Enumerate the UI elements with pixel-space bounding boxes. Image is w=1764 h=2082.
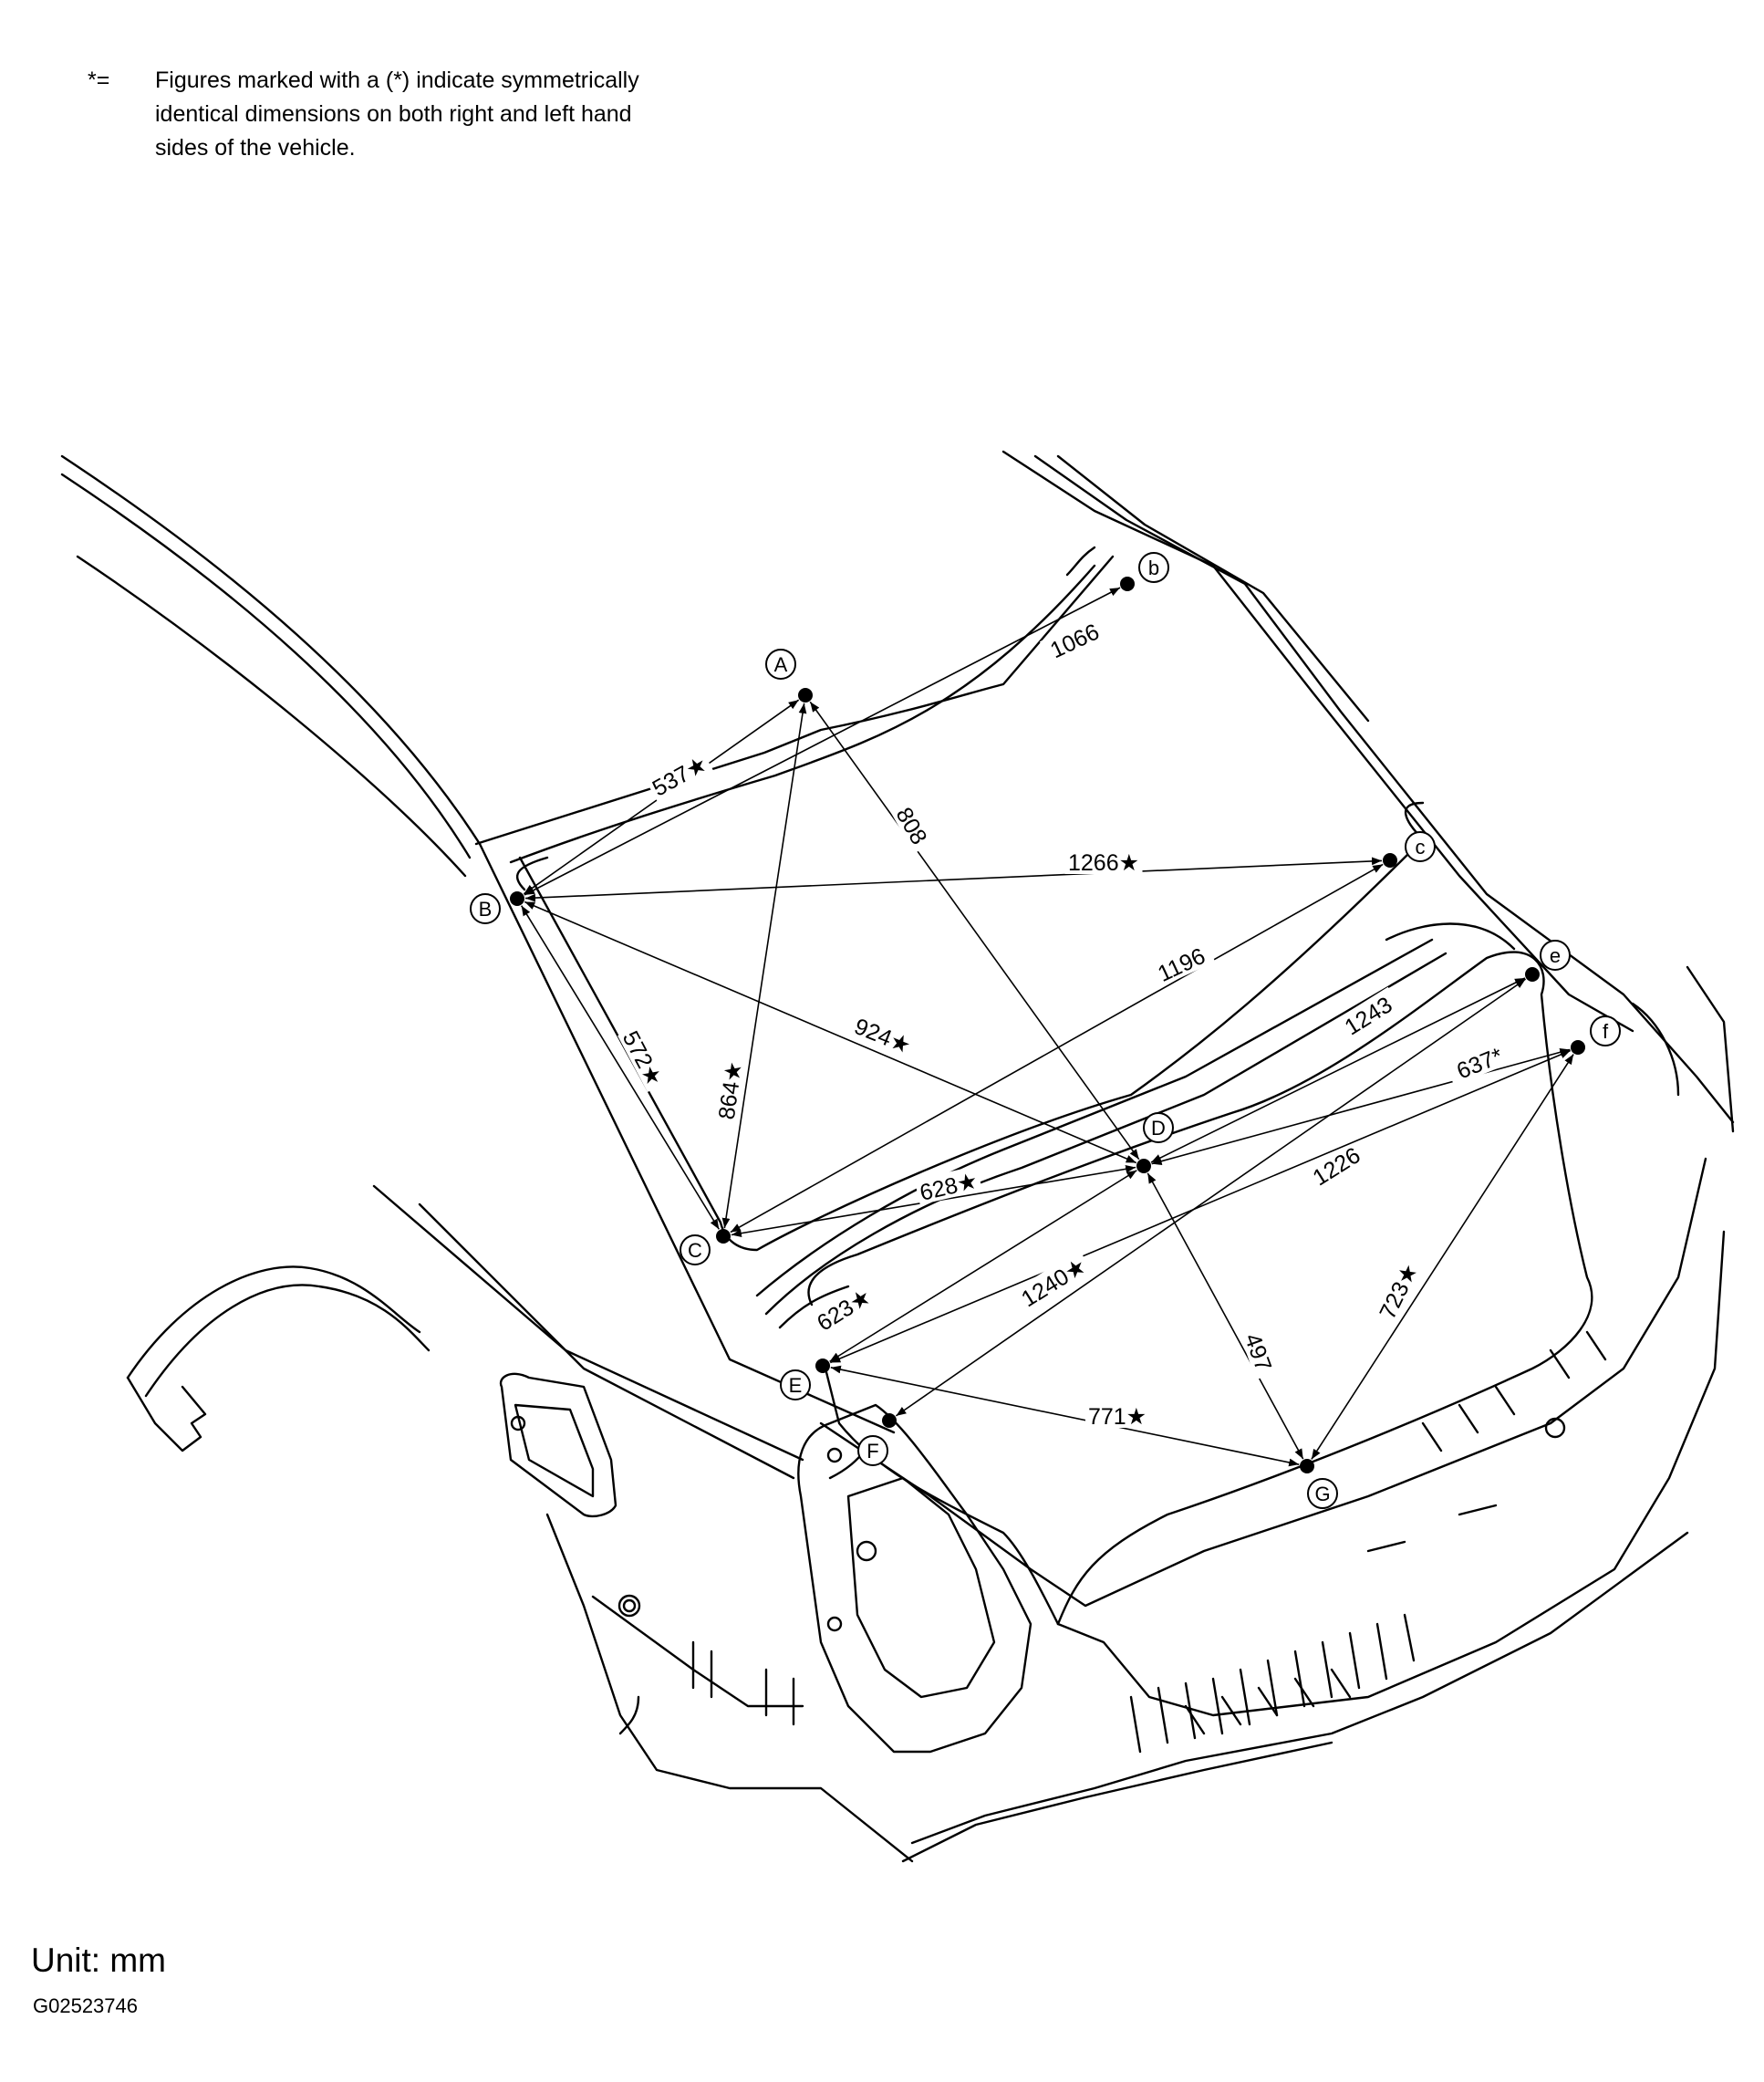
measurement-point-f [1571, 1040, 1585, 1055]
dimension-line-G-f [1311, 1054, 1574, 1460]
dimension-line-A-D [809, 701, 1140, 1161]
figure-id: G02523746 [33, 1994, 138, 2017]
point-label-f: f [1603, 1020, 1609, 1043]
measurement-point-G [1300, 1459, 1314, 1473]
dimension-line-E-G [830, 1365, 1300, 1467]
measurement-point-D [1136, 1159, 1151, 1173]
dimension-line-A-C [721, 703, 807, 1229]
measurement-point-b [1120, 577, 1135, 591]
dimension-value-E-G: 771★ [1088, 1404, 1147, 1430]
dimension-value-D-f: 637* [1453, 1043, 1506, 1084]
point-label-A: A [774, 653, 788, 676]
dimension-value-B-C: 572★ [617, 1027, 668, 1091]
point-label-circle-c [1405, 831, 1436, 862]
point-label-B: B [479, 898, 493, 921]
point-label-circle-b [1138, 552, 1169, 583]
point-label-c: c [1416, 836, 1426, 859]
note-symbol: *= [88, 68, 110, 93]
point-label-G: G [1314, 1483, 1330, 1505]
point-label-b: b [1148, 557, 1159, 579]
dimension-value-B-c: 1266★ [1068, 850, 1139, 876]
dimension-line-B-C [521, 905, 720, 1230]
note-text: Figures marked with a (*) indicate symme… [155, 68, 639, 161]
dimension-label-bg [617, 1024, 670, 1093]
dimension-label-bg [645, 747, 713, 802]
dimension-value-A-B: 537★ [649, 751, 712, 802]
point-label-E: E [789, 1374, 803, 1397]
measurement-point-A [798, 688, 813, 703]
unit-label: Unit: mm [31, 1941, 166, 1979]
point-label-circle-B [470, 893, 501, 924]
point-label-circle-e [1540, 940, 1571, 971]
measurement-point-E [815, 1359, 830, 1373]
dimension-value-C-D: 628★ [918, 1168, 981, 1206]
point-label-circle-G [1307, 1478, 1338, 1509]
measurement-point-F [882, 1413, 897, 1428]
point-label-circle-C [680, 1234, 711, 1265]
dimension-line-B-c [524, 857, 1383, 902]
measurement-point-B [510, 891, 524, 906]
measurement-point-e [1525, 967, 1540, 982]
point-label-circle-F [857, 1435, 888, 1466]
dimension-label-bg [1146, 938, 1216, 989]
dimension-label-bg [888, 796, 937, 854]
dimension-value-E-D: 623★ [813, 1284, 876, 1337]
point-label-circle-D [1143, 1112, 1174, 1143]
dimension-label-bg [1085, 1402, 1149, 1428]
point-label-e: e [1550, 944, 1561, 967]
dimension-label-bg [1372, 1255, 1424, 1326]
dimension-value-G-f: 723★ [1375, 1259, 1423, 1323]
dimension-label-bg [1013, 1249, 1093, 1313]
point-label-D: D [1151, 1117, 1166, 1140]
dimension-line-F-e [895, 978, 1527, 1417]
point-label-circle-A [765, 649, 796, 680]
vehicle-body-outline [60, 450, 1735, 1863]
measurement-point-c [1383, 853, 1397, 868]
point-label-circle-f [1590, 1015, 1621, 1046]
dimension-line-E-D [829, 1170, 1137, 1362]
dimension-line-B-b [524, 587, 1121, 896]
point-label-F: F [866, 1440, 878, 1463]
point-label-C: C [688, 1239, 702, 1262]
dimension-label-bg [1039, 614, 1109, 665]
point-label-circle-E [780, 1369, 811, 1400]
measurement-point-C [716, 1229, 731, 1244]
dimension-value-B-D: 924★ [851, 1014, 915, 1059]
dimension-label-bg [711, 1057, 746, 1124]
dimension-line-D-G [1147, 1172, 1304, 1460]
dimension-lines: 1066537★8081266★1196924★572★864★1243637*… [521, 587, 1574, 1467]
